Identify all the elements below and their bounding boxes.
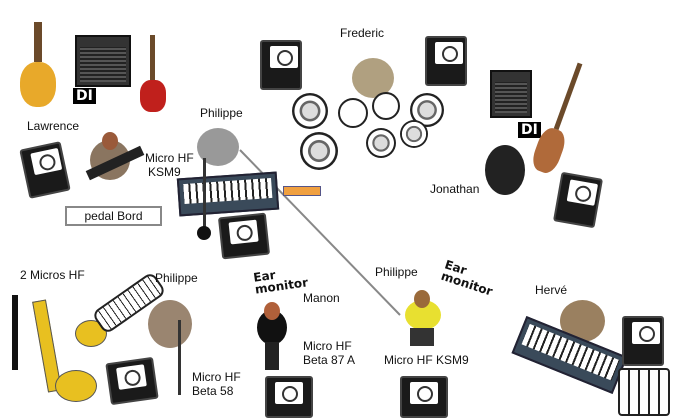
cymbal-icon — [372, 92, 400, 120]
guitarist-figure-lawrence — [85, 130, 145, 200]
musician-name-jonathan: Jonathan — [430, 182, 480, 196]
drum-icon — [366, 128, 396, 158]
musician-name-frederic: Frederic — [340, 26, 385, 40]
clarinet-icon — [12, 295, 18, 370]
mic-label-two-micros: 2 Micros HF — [20, 268, 85, 282]
drum-icon — [292, 93, 328, 129]
amplifier-icon — [75, 35, 131, 87]
cymbal-icon — [338, 98, 368, 128]
keyboard-icon — [176, 171, 280, 217]
mic-stand-base-icon — [197, 226, 211, 240]
bassist-figure-jonathan — [485, 145, 525, 195]
acoustic-guitar-icon — [18, 22, 58, 107]
mic-stand-icon — [203, 158, 206, 233]
wedge-monitor-icon — [425, 36, 467, 86]
saxophone-icon — [30, 290, 107, 410]
musician-name-philippe-keys: Philippe — [200, 106, 243, 120]
sax-player-figure-philippe — [148, 300, 192, 348]
drum-icon — [400, 120, 428, 148]
singer-figure-philippe — [400, 290, 445, 348]
mic-label-ksm9-vocal: Micro HF KSM9 — [384, 353, 469, 367]
wedge-monitor-icon — [105, 356, 159, 406]
drummer-figure-frederic — [352, 58, 394, 98]
mic-label-ksm9: Micro HF KSM9 — [145, 151, 194, 179]
drum-icon — [300, 132, 338, 170]
musician-name-philippe-sax: Philippe — [155, 271, 198, 285]
musician-name-philippe-vocal: Philippe — [375, 265, 418, 279]
wedge-monitor-icon — [400, 376, 448, 418]
musician-name-lawrence: Lawrence — [27, 119, 80, 133]
musician-name-herve: Hervé — [535, 283, 568, 297]
amplifier-icon — [490, 70, 532, 118]
wedge-monitor-icon — [265, 376, 313, 418]
di-box-left: DI — [73, 88, 96, 104]
di-box-right: DI — [518, 122, 541, 138]
wedge-monitor-icon — [217, 212, 271, 260]
pedal-board: pedal Bord — [65, 206, 162, 226]
mic-stand-icon — [178, 320, 181, 395]
singer-figure-manon — [252, 300, 292, 372]
bass-guitar-icon — [138, 35, 168, 115]
mixer-icon — [618, 368, 670, 416]
wedge-monitor-icon — [260, 40, 302, 90]
mic-label-beta87: Micro HF Beta 87 A — [303, 339, 356, 367]
mic-label-beta58: Micro HF Beta 58 — [192, 370, 241, 398]
harmonica-icon — [283, 186, 321, 196]
musician-name-manon: Manon — [303, 291, 340, 305]
wedge-monitor-icon — [622, 316, 664, 366]
wedge-monitor-icon — [552, 171, 604, 229]
